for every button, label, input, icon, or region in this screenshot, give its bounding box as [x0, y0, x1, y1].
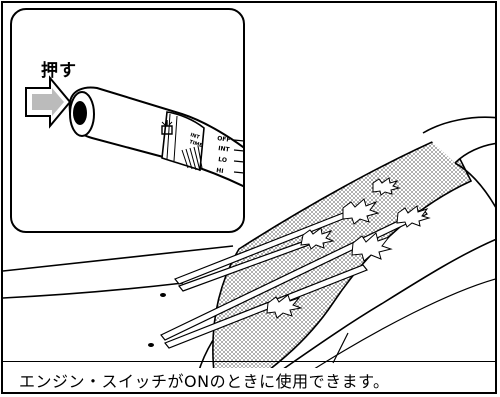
stalk-tip-button — [73, 101, 87, 125]
washer-spray-lower-2 — [164, 264, 368, 349]
wiper-arm — [332, 332, 349, 364]
hood-edge-lower — [3, 282, 184, 299]
washer-icon — [161, 120, 173, 135]
splash-4 — [396, 205, 431, 228]
washer-nozzle-lower — [148, 343, 154, 347]
roof-line — [454, 162, 495, 208]
splash-3 — [351, 232, 393, 262]
splash-5 — [266, 294, 303, 319]
washer-nozzle-upper — [160, 293, 166, 297]
caption-divider — [3, 361, 495, 362]
hood-edge-upper — [3, 245, 234, 272]
stalk-inset: INT TIME OFF INT LO HI 押す — [10, 8, 245, 233]
push-label: 押す — [41, 61, 77, 81]
windshield-lower-arc — [250, 238, 495, 392]
splash-6 — [372, 177, 401, 196]
caption-text: エンジン・スイッチがONのときに使用できます。 — [17, 368, 392, 392]
position-lo: LO — [218, 156, 228, 164]
splash-1 — [342, 198, 380, 225]
position-off: OFF — [217, 135, 231, 144]
wiper-stalk-illustration: INT TIME OFF INT LO HI — [25, 75, 243, 188]
stalk-grip-hatching — [181, 145, 203, 172]
int-time-label: INT — [189, 132, 200, 141]
position-int: INT — [218, 145, 231, 154]
a-pillar — [422, 116, 495, 164]
windshield-scene — [3, 116, 495, 392]
position-hi: HI — [216, 167, 224, 175]
windshield-glass — [212, 133, 473, 392]
int-time-label-2: TIME — [188, 139, 203, 149]
splash-2 — [300, 227, 335, 250]
